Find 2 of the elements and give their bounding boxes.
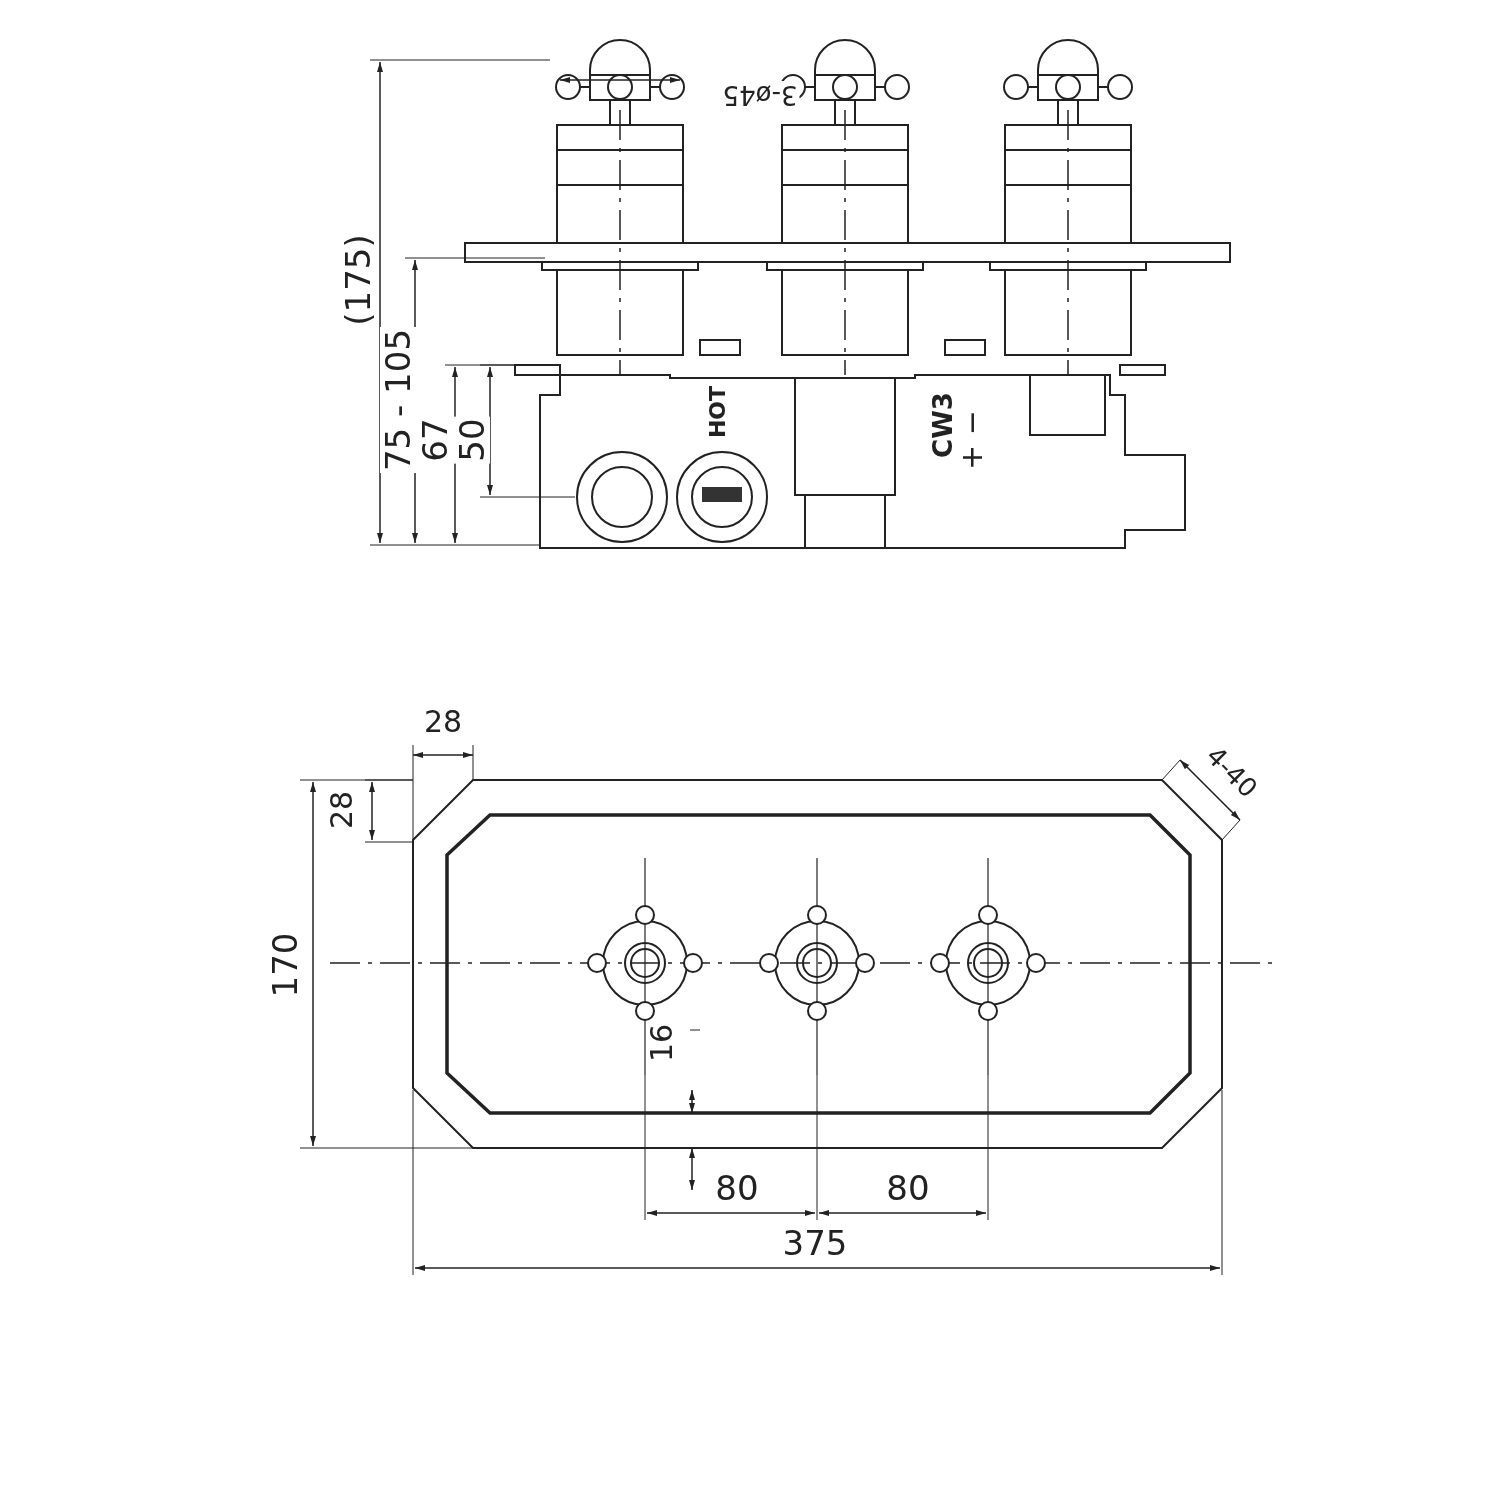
dimension-label: 75 - 105 — [380, 327, 416, 473]
dimension-label: 50 — [454, 416, 490, 464]
